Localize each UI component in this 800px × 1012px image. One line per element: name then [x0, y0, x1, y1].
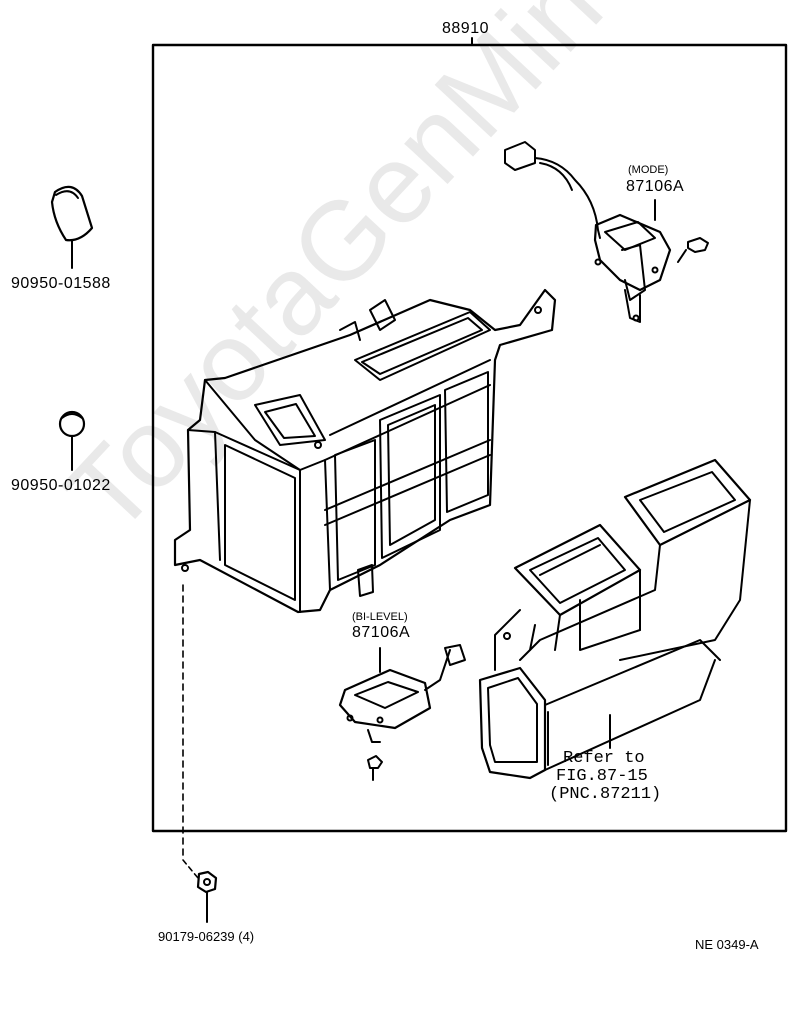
bilevel-tag: (BI-LEVEL) [352, 611, 408, 623]
figure-code: NE 0349-A [695, 937, 759, 952]
reference-line-3: (PNC.87211) [549, 785, 662, 804]
plug-upper-icon [50, 185, 94, 269]
part-number-nut: 90179-06239 (4) [158, 929, 255, 944]
part-number-plug-lower: 90950-01022 [11, 477, 111, 494]
mode-servo-icon [504, 141, 709, 323]
assembly-frame [151, 43, 788, 833]
heater-housing-icon [173, 288, 557, 614]
part-number-plug-upper: 90950-01588 [11, 275, 111, 292]
reference-line-1: Refer to [563, 749, 645, 768]
duct-assembly-icon [478, 458, 752, 780]
plug-lower-icon [58, 410, 86, 471]
assembly-number: 88910 [442, 20, 489, 37]
nut-icon [182, 584, 218, 923]
reference-line-2: FIG.87-15 [556, 767, 648, 786]
bilevel-servo-icon [338, 644, 466, 781]
part-number-mode-servo: 87106A [626, 178, 685, 195]
part-number-bilevel-servo: 87106A [352, 624, 411, 641]
mode-tag: (MODE) [628, 164, 669, 176]
